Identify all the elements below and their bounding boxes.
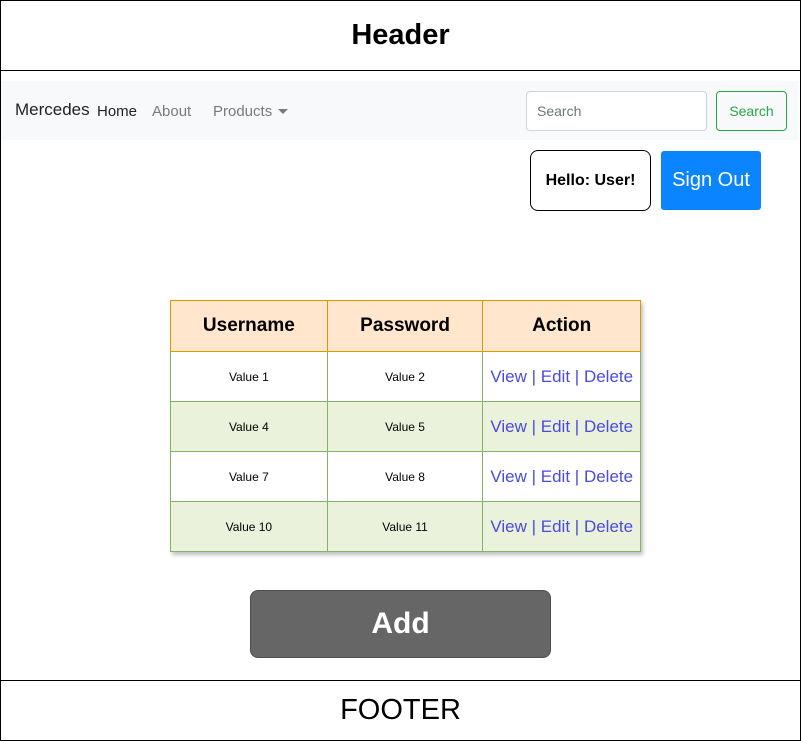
navbar-brand[interactable]: Mercedes [15,100,90,119]
delete-link[interactable]: Delete [583,416,634,436]
view-link[interactable]: View [490,466,527,486]
nav-link-home[interactable]: Home [97,103,138,120]
action-separator: | [574,366,580,386]
view-link[interactable]: View [490,416,527,436]
table-header-row: Username Password Action [170,300,641,352]
cell-username: Value 1 [170,351,328,402]
search-input[interactable] [526,91,707,131]
table-row: Value 10 Value 11 View | Edit | Delete [170,501,641,552]
action-separator: | [574,516,580,536]
action-separator: | [574,416,580,436]
delete-link[interactable]: Delete [583,466,634,486]
users-table: Username Password Action Value 1 Value 2… [170,300,641,552]
footer-text: FOOTER [340,694,461,726]
header-title: Header [351,19,450,51]
cell-actions: View | Edit | Delete [482,401,641,452]
cell-actions: View | Edit | Delete [482,351,641,402]
column-header-password: Password [326,300,484,352]
nav-products-label: Products [213,103,273,120]
cell-actions: View | Edit | Delete [482,451,641,502]
edit-link[interactable]: Edit [540,516,571,536]
delete-link[interactable]: Delete [583,516,634,536]
cell-username: Value 10 [170,501,328,552]
cell-password: Value 11 [326,501,484,552]
cell-username: Value 4 [170,401,328,452]
nav-link-about[interactable]: About [152,103,192,120]
cell-actions: View | Edit | Delete [482,501,641,552]
edit-link[interactable]: Edit [540,416,571,436]
user-greeting: Hello: User! [530,150,651,211]
action-separator: | [531,516,537,536]
view-link[interactable]: View [490,516,527,536]
cell-username: Value 7 [170,451,328,502]
cell-password: Value 5 [326,401,484,452]
cell-password: Value 8 [326,451,484,502]
navbar: Mercedes Home About Products Search [1,81,798,140]
delete-link[interactable]: Delete [583,366,634,386]
edit-link[interactable]: Edit [540,466,571,486]
table-row: Value 4 Value 5 View | Edit | Delete [170,401,641,452]
nav-dropdown-products[interactable]: Products [213,103,289,120]
sign-out-button[interactable]: Sign Out [661,151,761,210]
action-separator: | [531,416,537,436]
column-header-action: Action [482,300,641,352]
add-button[interactable]: Add [250,590,551,658]
page-footer: FOOTER [0,680,801,741]
action-separator: | [531,366,537,386]
table-row: Value 7 Value 8 View | Edit | Delete [170,451,641,502]
cell-password: Value 2 [326,351,484,402]
column-header-username: Username [170,300,328,352]
action-separator: | [574,466,580,486]
edit-link[interactable]: Edit [540,366,571,386]
caret-down-icon [278,109,289,114]
view-link[interactable]: View [490,366,527,386]
page-header: Header [0,0,801,71]
search-button[interactable]: Search [716,91,787,131]
action-separator: | [531,466,537,486]
table-row: Value 1 Value 2 View | Edit | Delete [170,351,641,402]
